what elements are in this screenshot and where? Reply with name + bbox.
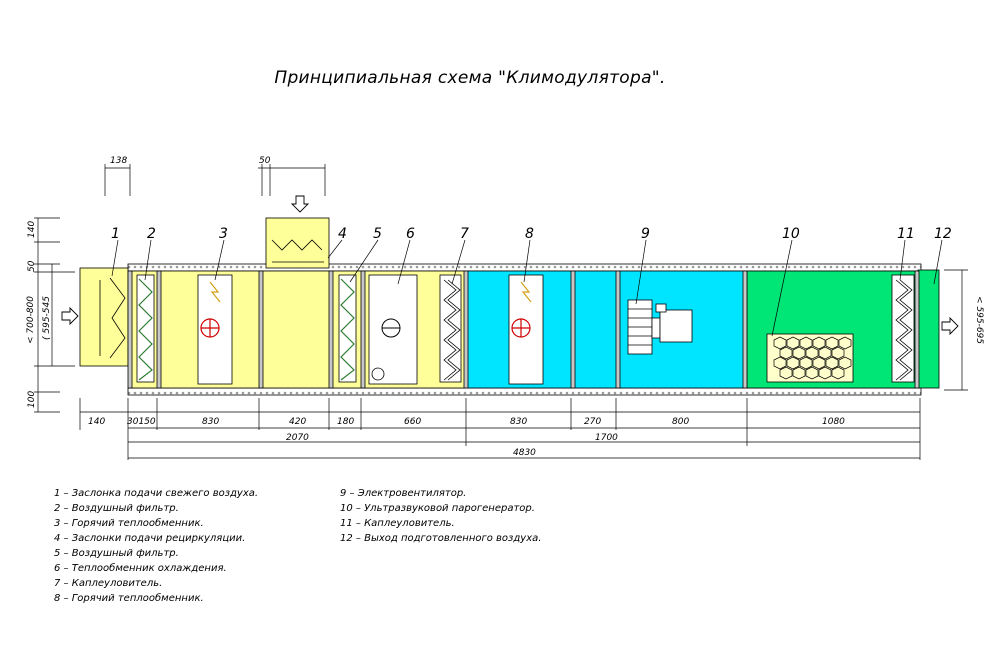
- fresh-air-inlet-box: [79, 267, 129, 367]
- diagram-title: Принципиальная схема "Климодулятора".: [274, 68, 666, 88]
- label-5: 5: [373, 226, 382, 242]
- label-2: 2: [147, 226, 156, 242]
- dim-4830: 4830: [513, 448, 536, 458]
- dim-100-left: 100: [27, 391, 37, 408]
- dim-140-bottom: 140: [88, 417, 105, 427]
- legend-right: 9 – Электровентилятор. 10 – Ультразвуков…: [340, 486, 541, 546]
- leader-lines: [111, 239, 943, 337]
- partition: [360, 270, 366, 389]
- label-3: 3: [219, 226, 228, 242]
- droplet-separator-1: [439, 274, 462, 383]
- dim-140-left: 140: [27, 221, 37, 238]
- dim-270: 270: [584, 417, 601, 427]
- section-partitions: [127, 270, 920, 389]
- partition: [615, 270, 621, 389]
- partition: [463, 270, 469, 389]
- airflow-arrows: [61, 195, 959, 336]
- dim-660: 660: [404, 417, 421, 427]
- legend-item-6: 6 – Теплообменник охлаждения.: [54, 563, 227, 574]
- partition: [156, 270, 162, 389]
- outlet-arrow-icon: [941, 316, 959, 336]
- label-1: 1: [111, 226, 120, 242]
- dim-800: 800: [672, 417, 689, 427]
- recirculation-damper: [271, 239, 324, 263]
- dim-180: 180: [337, 417, 354, 427]
- dim-30-150: 30150: [127, 417, 156, 427]
- ultrasonic-steam-generator: [766, 333, 854, 383]
- label-9: 9: [641, 226, 650, 242]
- legend-item-11: 11 – Каплеуловитель.: [340, 518, 455, 529]
- partition: [258, 270, 264, 389]
- partition: [914, 270, 920, 389]
- section-cyan-zone: [465, 270, 748, 389]
- partition: [127, 270, 133, 389]
- dim-700-800: < 700-800: [26, 296, 36, 344]
- legend-item-8: 8 – Горячий теплообменник.: [54, 593, 204, 604]
- dim-2070: 2070: [286, 433, 309, 443]
- legend-item-9: 9 – Электровентилятор.: [340, 488, 467, 499]
- recirculation-arrow-icon: [290, 195, 310, 213]
- outlet-box: [917, 269, 940, 389]
- legend-item-7: 7 – Каплеуловитель.: [54, 578, 163, 589]
- legend-item-3: 3 – Горячий теплообменник.: [54, 518, 204, 529]
- dim-420: 420: [289, 417, 306, 427]
- casing-top: [127, 263, 922, 272]
- legend-item-1: 1 – Заслонка подачи свежего воздуха.: [54, 488, 259, 499]
- fresh-air-damper: [99, 277, 126, 359]
- label-7: 7: [460, 226, 469, 242]
- label-8: 8: [525, 226, 534, 242]
- label-4: 4: [338, 226, 347, 242]
- legend-item-10: 10 – Ультразвуковой парогенератор.: [340, 503, 535, 514]
- legend-item-5: 5 – Воздушный фильтр.: [54, 548, 179, 559]
- partition: [570, 270, 576, 389]
- dimension-lines: [34, 164, 968, 460]
- label-10: 10: [782, 226, 800, 242]
- dim-50-left: 50: [27, 260, 37, 272]
- recirculation-inlet-box: [265, 217, 330, 269]
- label-12: 12: [934, 226, 952, 242]
- air-filter-2: [338, 274, 357, 383]
- dimension-texts: 138 50 140 50 < 700-800 ( 595-545 100 < …: [26, 156, 984, 458]
- heater-heat-exchanger-2: [508, 274, 544, 385]
- label-6: 6: [406, 226, 415, 242]
- dim-1700: 1700: [595, 433, 618, 443]
- electric-fan: [627, 299, 693, 355]
- partition: [742, 270, 748, 389]
- dim-1080: 1080: [822, 417, 845, 427]
- air-filter-1: [136, 274, 155, 383]
- label-11: 11: [897, 226, 915, 242]
- legend-item-4: 4 – Заслонки подачи рециркуляции.: [54, 533, 246, 544]
- dim-50-top: 50: [259, 156, 271, 166]
- legend-item-2: 2 – Воздушный фильтр.: [54, 503, 179, 514]
- droplet-separator-2: [891, 274, 915, 383]
- item-numbers: 1 2 3 4 5 6 7 8 9 10 11 12: [111, 226, 952, 242]
- dim-830-a: 830: [202, 417, 219, 427]
- dim-830-b: 830: [510, 417, 527, 427]
- legend-left: 1 – Заслонка подачи свежего воздуха. 2 –…: [54, 486, 258, 606]
- inlet-arrow-icon: [61, 306, 79, 326]
- cooling-heat-exchanger: [368, 274, 418, 385]
- casing-bottom: [127, 387, 922, 396]
- heater-heat-exchanger-1: [197, 274, 233, 385]
- partition: [328, 270, 334, 389]
- legend-item-12: 12 – Выход подготовленного воздуха.: [340, 533, 542, 544]
- dim-595-545: ( 595-545: [42, 296, 52, 340]
- dim-595-695: < 595-695: [974, 296, 984, 344]
- dim-138: 138: [110, 156, 127, 166]
